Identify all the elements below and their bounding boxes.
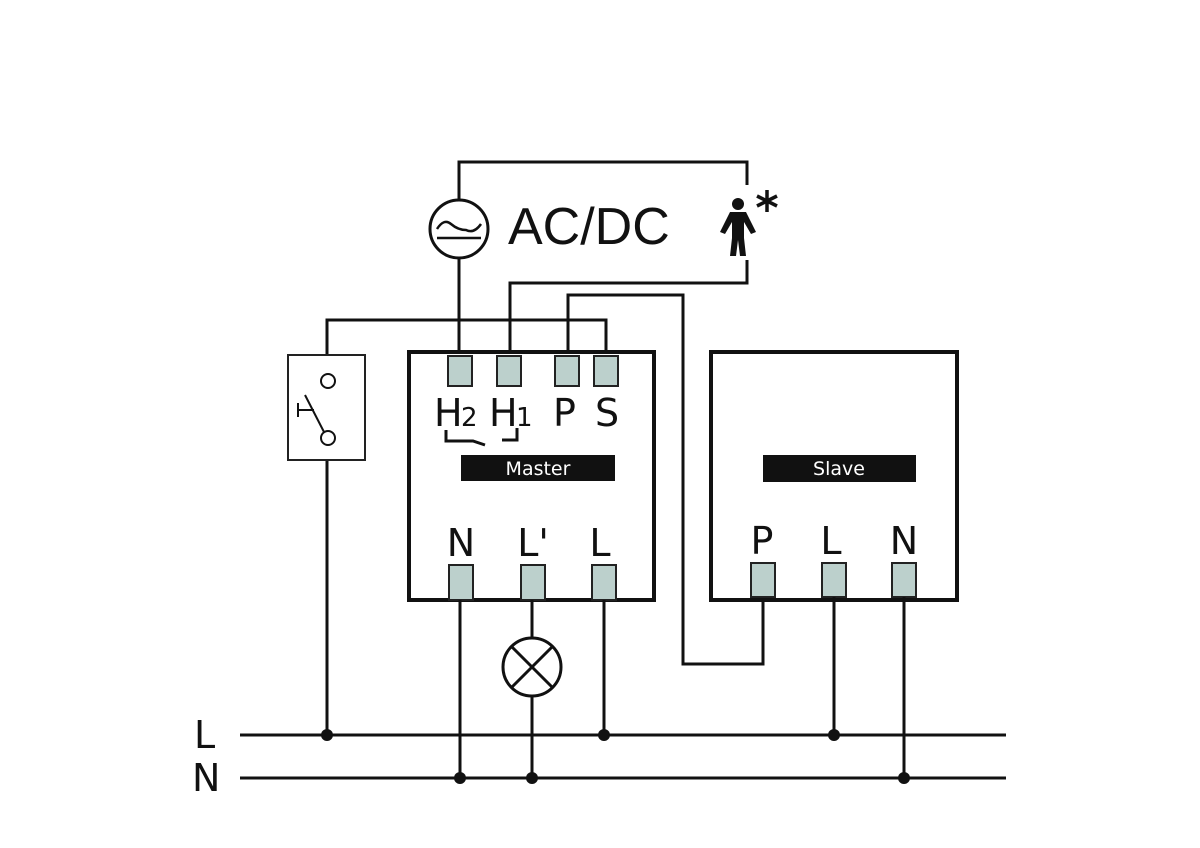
terminal-label-h2: H xyxy=(434,391,463,435)
slave-terminal-p xyxy=(750,562,776,598)
slave-label: Slave xyxy=(813,458,865,480)
terminal-label-p: P xyxy=(553,391,576,435)
terminal-sub-h1: 1 xyxy=(516,403,533,433)
terminal-s xyxy=(593,355,619,387)
terminal-l xyxy=(591,564,617,601)
wire-master-p-to-slave-p xyxy=(566,293,765,666)
terminal-label-s: S xyxy=(595,391,619,435)
wire-s-to-pushbutton xyxy=(325,318,608,356)
terminal-label-l: L xyxy=(589,521,610,565)
mains-neutral-label: N xyxy=(192,756,220,800)
master-label-bar xyxy=(461,455,615,481)
push-button-switch xyxy=(287,354,366,461)
slave-label-bar xyxy=(763,455,916,482)
slave-terminal-label-p: P xyxy=(751,519,774,563)
slave-terminal-l xyxy=(821,562,847,598)
terminal-label-l-prime: L' xyxy=(517,521,549,565)
terminal-h1 xyxy=(496,355,522,387)
junction-dot xyxy=(526,772,538,784)
master-label: Master xyxy=(506,458,571,480)
terminal-label-h1: H xyxy=(489,391,518,435)
terminal-n xyxy=(448,564,474,601)
terminal-p xyxy=(554,355,580,387)
lamp-icon xyxy=(501,636,563,698)
master-module: H 2 H 1 P S Master N L' L xyxy=(407,350,656,602)
supply-label: AC/DC xyxy=(508,198,670,256)
bridge-mark xyxy=(502,428,519,442)
wire-sensor-to-h1 xyxy=(508,260,749,356)
terminal-l-prime xyxy=(520,564,546,601)
junction-dot xyxy=(898,772,910,784)
slave-terminal-label-l: L xyxy=(820,519,841,563)
junction-dot xyxy=(828,729,840,741)
junction-dot xyxy=(598,729,610,741)
bridge-mark xyxy=(444,430,486,447)
junction-dot xyxy=(454,772,466,784)
person-presence-icon xyxy=(720,190,778,256)
mains-line-label: L xyxy=(194,713,215,757)
ac-dc-source-icon xyxy=(428,198,490,260)
terminal-sub-h2: 2 xyxy=(461,403,478,433)
slave-terminal-label-n: N xyxy=(890,519,918,563)
slave-module: Slave P L N xyxy=(709,350,959,602)
terminal-h2 xyxy=(447,355,473,387)
terminal-label-n: N xyxy=(447,521,475,565)
wire-source-to-sensor xyxy=(457,160,749,200)
junction-dot xyxy=(321,729,333,741)
slave-terminal-n xyxy=(891,562,917,598)
